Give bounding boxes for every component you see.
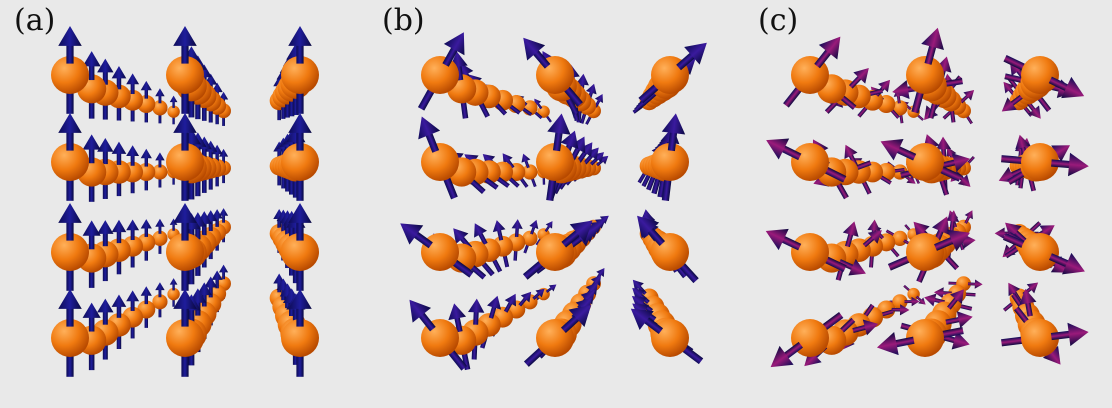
panel-label-b: (b) — [382, 3, 425, 38]
atom-with-spin-arrow — [51, 203, 89, 291]
atom-with-spin-arrow — [523, 37, 583, 107]
panel-label-a: (a) — [14, 3, 56, 38]
panel-b: (b) — [370, 0, 740, 408]
atom-with-spin-arrow — [770, 312, 844, 368]
atom-with-spin-arrow — [418, 116, 459, 200]
atom-with-spin-arrow — [765, 228, 847, 272]
atom-with-spin-arrow — [152, 88, 168, 124]
atom-with-spin-arrow — [906, 27, 944, 114]
atom-with-spin-arrow — [637, 215, 699, 284]
atom-with-spin-arrow — [281, 113, 319, 201]
atom-with-spin-arrow — [166, 203, 204, 291]
atom-with-spin-arrow — [523, 304, 592, 367]
atom-with-spin-arrow — [281, 26, 319, 114]
atom-with-spin-arrow — [281, 289, 319, 377]
atom-with-spin-arrow — [152, 282, 168, 318]
atom-with-spin-arrow — [638, 42, 707, 104]
atom-with-spin-arrow — [281, 203, 319, 291]
lattice-b — [400, 32, 707, 371]
atom-with-spin-arrow — [152, 152, 168, 188]
panel-a: (a) — [0, 0, 370, 408]
atom-with-spin-arrow — [400, 223, 474, 278]
atom-with-spin-arrow — [521, 153, 538, 188]
atom-with-spin-arrow — [783, 36, 841, 108]
atom-with-spin-arrow — [880, 139, 962, 182]
atom-with-spin-arrow — [651, 113, 689, 201]
atom-with-spin-arrow — [884, 294, 920, 310]
atom-with-spin-arrow — [166, 113, 204, 201]
atom-with-spin-arrow — [536, 113, 574, 201]
atom-with-spin-arrow — [167, 95, 180, 125]
atom-with-spin-arrow — [1001, 319, 1089, 357]
atom-with-spin-arrow — [522, 220, 593, 280]
atom-with-spin-arrow — [167, 278, 180, 307]
atom-with-spin-arrow — [522, 219, 539, 254]
panel-c: (c) — [740, 0, 1112, 408]
atom-with-spin-arrow — [1002, 233, 1085, 275]
panel-label-c: (c) — [758, 3, 799, 38]
atom-with-spin-arrow — [630, 308, 704, 365]
atom-with-spin-arrow — [166, 26, 204, 114]
atom-with-spin-arrow — [51, 26, 89, 114]
atom-with-spin-arrow — [766, 138, 847, 183]
atom-with-spin-arrow — [417, 32, 465, 111]
atom-with-spin-arrow — [51, 289, 89, 377]
atom-with-spin-arrow — [51, 113, 89, 201]
lattice-a — [51, 26, 319, 377]
atom-with-spin-arrow — [409, 299, 468, 371]
atom-with-spin-arrow — [887, 229, 971, 271]
atom-with-spin-arrow — [1003, 55, 1085, 99]
atom-with-spin-arrow — [1001, 143, 1089, 181]
atom-with-spin-arrow — [166, 289, 204, 377]
atom-with-spin-arrow — [152, 218, 168, 254]
lattice-c — [765, 27, 1089, 368]
atom-with-spin-arrow — [903, 284, 926, 305]
atom-with-spin-arrow — [876, 319, 964, 357]
